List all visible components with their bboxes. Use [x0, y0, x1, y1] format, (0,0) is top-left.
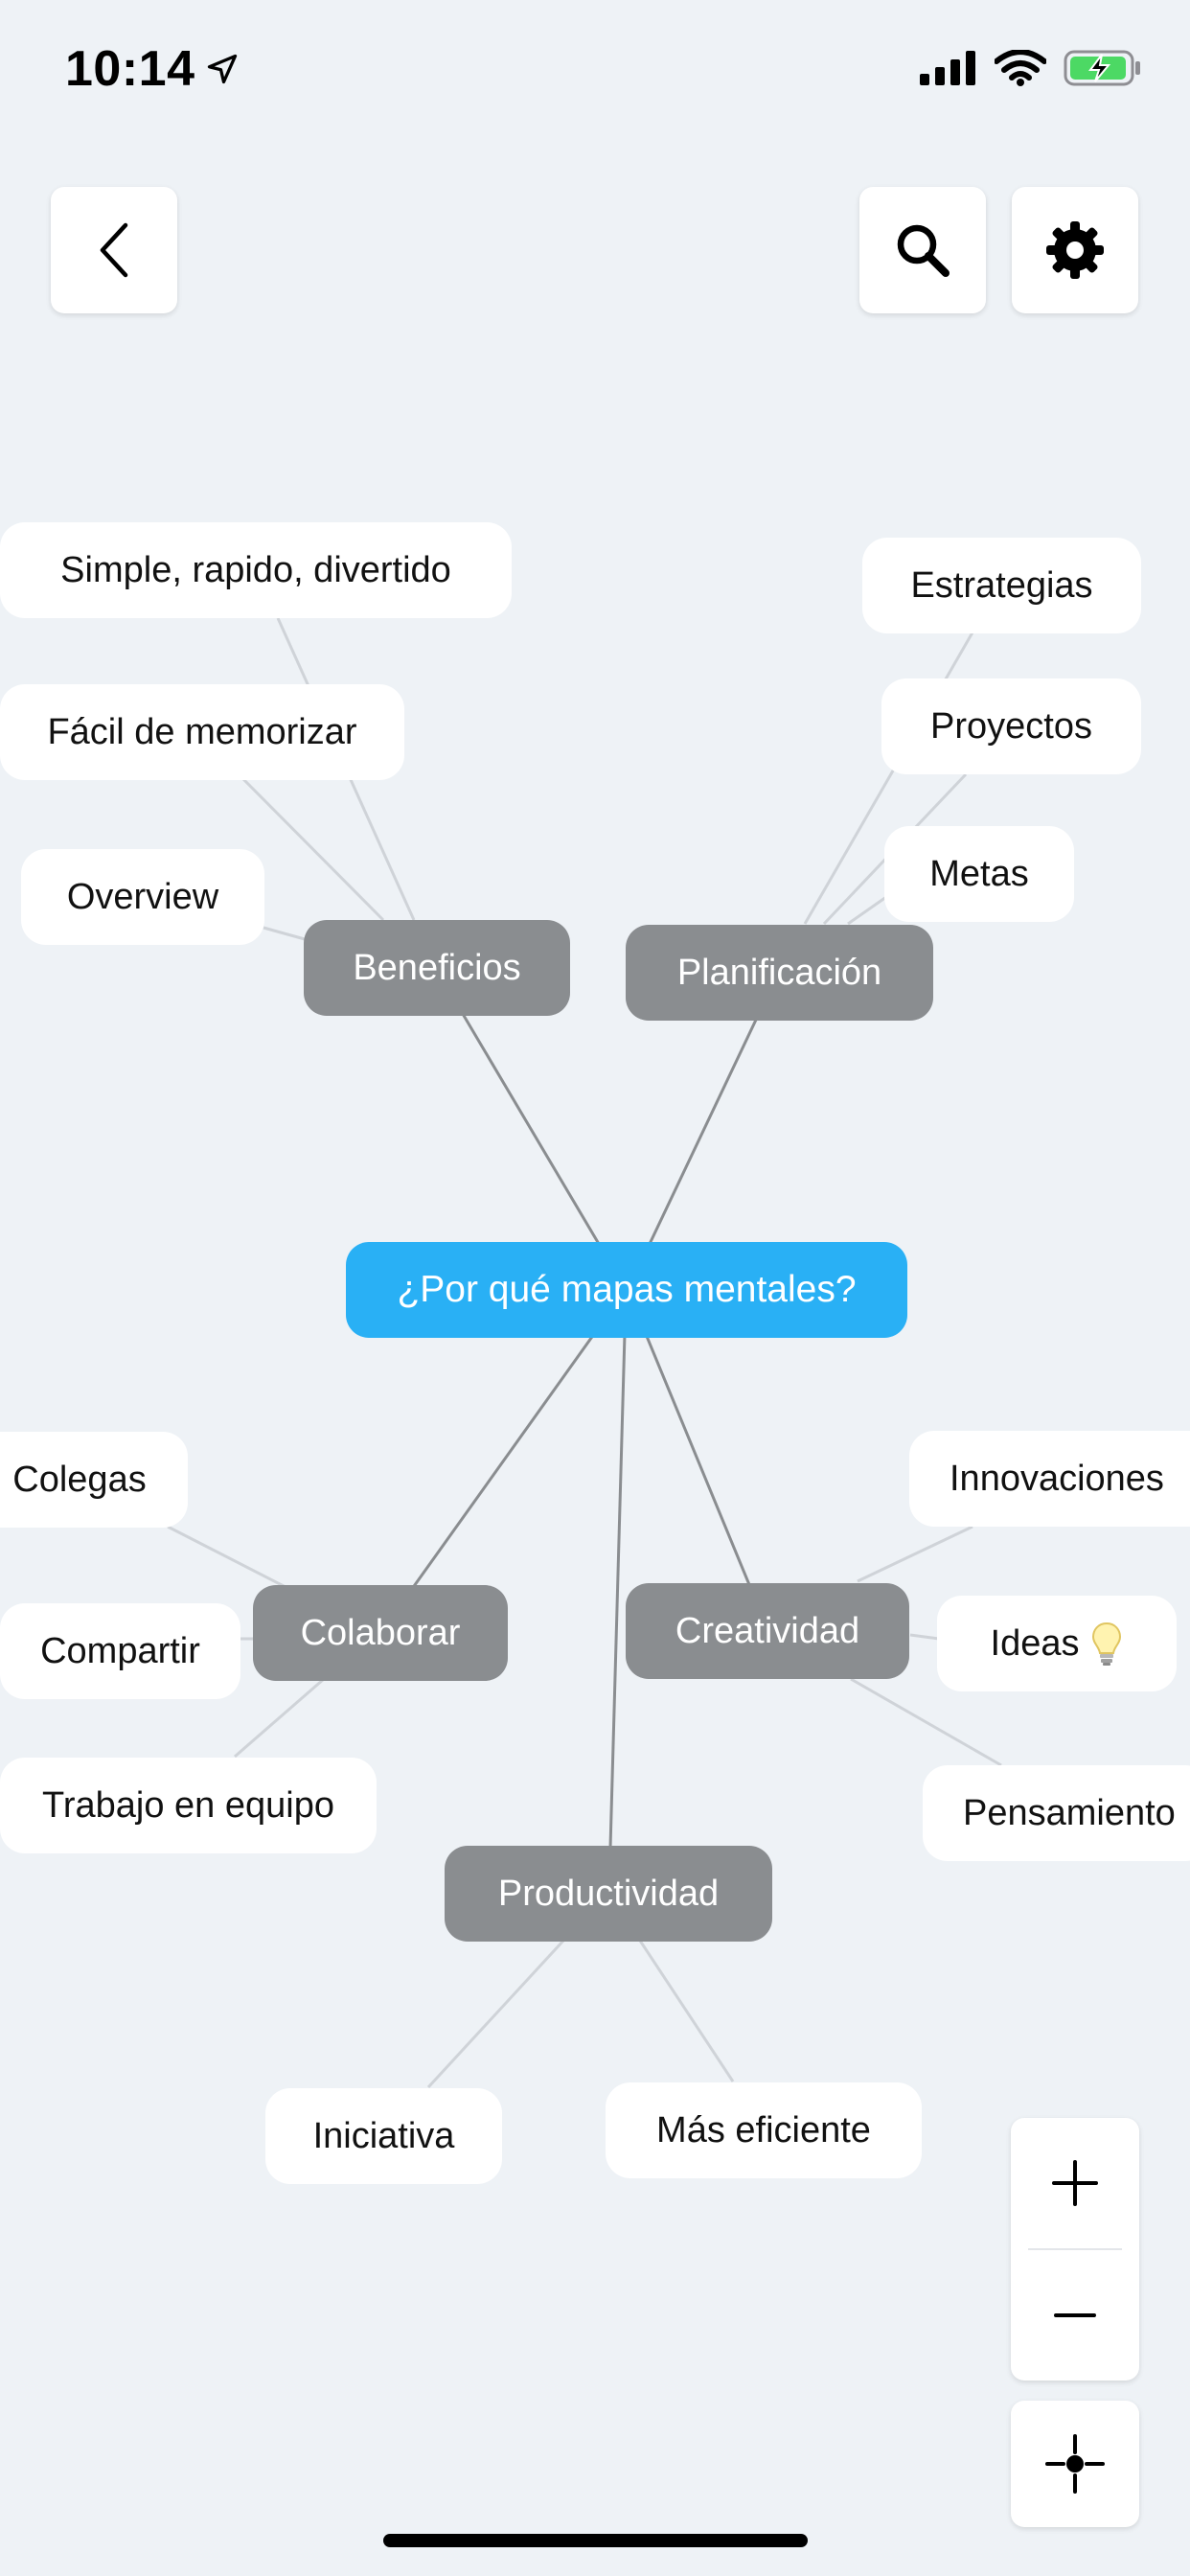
- leaf-node-facil-de-memorizar[interactable]: Fácil de memorizar: [0, 684, 404, 780]
- leaf-node-label: Fácil de memorizar: [47, 711, 357, 752]
- branch-node-creatividad[interactable]: Creatividad: [626, 1583, 909, 1679]
- leaf-node-label: Más eficiente: [656, 2109, 871, 2150]
- leaf-node-label: Simple, rapido, divertido: [60, 549, 451, 590]
- crosshair-icon: [1045, 2434, 1105, 2494]
- leaf-node-compartir[interactable]: Compartir: [0, 1603, 240, 1699]
- branch-node-label: Creatividad: [675, 1610, 860, 1651]
- leaf-node-label: Pensamiento: [963, 1792, 1176, 1833]
- branch-node-beneficios[interactable]: Beneficios: [304, 920, 570, 1016]
- branch-node-label: Colaborar: [300, 1612, 461, 1653]
- zoom-in-button[interactable]: [1011, 2118, 1139, 2248]
- leaf-node-label: Estrategias: [910, 564, 1093, 606]
- root-node[interactable]: ¿Por qué mapas mentales?: [346, 1242, 907, 1338]
- cellular-signal-icon: [920, 51, 975, 85]
- leaf-node-trabajo-en-equipo[interactable]: Trabajo en equipo: [0, 1758, 377, 1853]
- branch-node-colaborar[interactable]: Colaborar: [253, 1585, 508, 1681]
- leaf-node-label: Innovaciones: [950, 1458, 1164, 1499]
- leaf-node-label: Overview: [66, 876, 219, 917]
- gear-icon: [1046, 221, 1104, 279]
- leaf-node-pensamiento[interactable]: Pensamiento: [923, 1765, 1190, 1861]
- leaf-node-innovaciones[interactable]: Innovaciones: [909, 1431, 1190, 1527]
- zoom-divider: [1028, 2248, 1122, 2250]
- settings-button[interactable]: [1012, 187, 1138, 313]
- branch-node-label: Planificación: [676, 952, 882, 993]
- leaf-node-iniciativa[interactable]: Iniciativa: [265, 2088, 502, 2184]
- location-arrow-icon: [207, 54, 237, 84]
- leaf-node-label: Ideas: [990, 1622, 1080, 1664]
- back-button[interactable]: [51, 187, 177, 313]
- branch-node-label: Beneficios: [353, 947, 521, 988]
- leaf-node-label: Colegas: [12, 1459, 147, 1500]
- wifi-icon: [995, 50, 1046, 86]
- home-indicator[interactable]: [383, 2534, 808, 2547]
- battery-charging-icon: [1064, 50, 1140, 86]
- chevron-left-icon: [100, 222, 128, 278]
- leaf-node-overview[interactable]: Overview: [21, 849, 264, 945]
- branch-node-label: Productividad: [497, 1873, 720, 1914]
- status-time: 10:14: [65, 40, 240, 98]
- leaf-node-mas-eficiente[interactable]: Más eficiente: [606, 2082, 922, 2178]
- leaf-node-simple-rapido-divertido[interactable]: Simple, rapido, divertido: [0, 522, 512, 618]
- minus-icon: [1054, 2313, 1096, 2317]
- leaf-node-metas[interactable]: Metas: [884, 826, 1074, 922]
- lightbulb-icon: [1092, 1622, 1122, 1666]
- leaf-node-colegas[interactable]: Colegas: [0, 1432, 188, 1528]
- leaf-node-label: Proyectos: [930, 705, 1092, 747]
- zoom-controls: [1011, 2118, 1139, 2380]
- zoom-out-button[interactable]: [1011, 2250, 1139, 2380]
- leaf-node-ideas[interactable]: Ideas: [937, 1596, 1177, 1691]
- search-button[interactable]: [859, 187, 986, 313]
- branch-node-planificacion[interactable]: Planificación: [626, 925, 933, 1021]
- recenter-button[interactable]: [1011, 2401, 1139, 2527]
- root-node-label: ¿Por qué mapas mentales?: [397, 1269, 857, 1310]
- leaf-node-proyectos[interactable]: Proyectos: [881, 678, 1141, 774]
- leaf-node-label: Compartir: [40, 1630, 200, 1671]
- search-icon: [897, 224, 950, 277]
- leaf-node-label: Iniciativa: [312, 2115, 455, 2156]
- plus-icon: [1052, 2160, 1098, 2206]
- leaf-node-label: Trabajo en equipo: [42, 1784, 334, 1826]
- leaf-node-estrategias[interactable]: Estrategias: [862, 538, 1141, 633]
- status-time-text: 10:14: [65, 41, 195, 97]
- leaf-node-label: Metas: [929, 853, 1029, 894]
- branch-node-productividad[interactable]: Productividad: [445, 1846, 772, 1942]
- status-icons: [920, 50, 1142, 86]
